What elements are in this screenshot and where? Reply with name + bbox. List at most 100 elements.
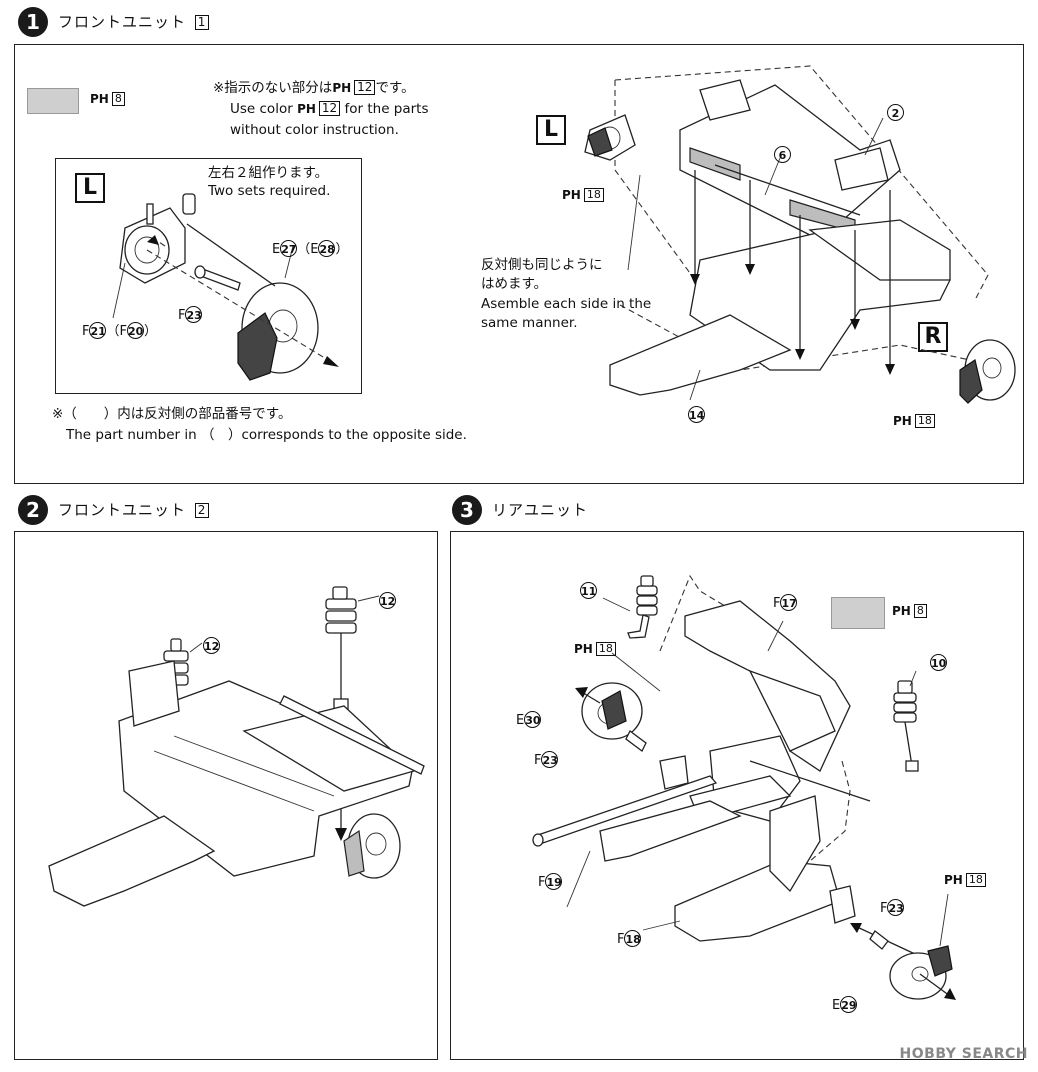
part-number: 17 (780, 594, 798, 611)
ph-number: 12 (354, 80, 376, 95)
watermark: HOBBY SEARCH (899, 1046, 1028, 1062)
label-e30: E30 (516, 711, 542, 728)
ph-mark: PH (892, 604, 911, 618)
step-3-panel (450, 531, 1024, 1060)
part-number: 27 (280, 240, 298, 257)
step-3-color-swatch (831, 597, 885, 629)
rear-unit-illustration (532, 574, 956, 1000)
step-2-title-text: フロントユニット (58, 501, 187, 519)
label-f21: F21（F20） (82, 322, 157, 339)
front-frame-illustration (584, 65, 1016, 404)
ph-mark: PH (562, 188, 581, 202)
ph-mark: PH (90, 92, 109, 106)
part-number: 21 (89, 322, 107, 339)
label-prefix: F (880, 901, 888, 916)
part-number: 28 (318, 240, 336, 257)
label-prefix: F (534, 753, 542, 768)
label-e27: E27（E28） (272, 240, 349, 257)
ph-mark: PH (574, 642, 593, 656)
part-number: 6 (774, 146, 791, 163)
callout-11: 11 (580, 582, 597, 599)
part-number: 23 (887, 899, 905, 916)
label-f23: F23 (178, 306, 203, 323)
ph-mark: PH (944, 873, 963, 887)
label-prefix: E (832, 998, 841, 1013)
label-prefix: E (310, 242, 319, 257)
left-side-label: L (536, 115, 566, 145)
callout-12-left: 12 (203, 637, 220, 654)
label-f19: F19 (538, 873, 563, 890)
inset-note-jp: 左右２組作ります。 (208, 165, 329, 181)
callout-10: 10 (930, 654, 947, 671)
same-side-jp-2: はめます。 (481, 276, 548, 292)
part-number: 14 (688, 406, 705, 423)
step-1-title-text: フロントユニット (58, 13, 187, 31)
color-note-jp-text: です。 (375, 80, 415, 96)
ph-number: 8 (111, 92, 125, 106)
same-side-en-1: Asemble each side in the (481, 296, 652, 312)
step-3-title: リアユニット (492, 501, 589, 519)
label-prefix: E (516, 713, 525, 728)
footnote-en: The part number in （ ）corresponds to the… (66, 427, 467, 443)
callout-2: 2 (887, 104, 904, 121)
label-prefix: F (82, 324, 90, 339)
inset-note-en: Two sets required. (208, 183, 331, 199)
label-f17: F17 (773, 594, 798, 611)
front-unit-2-illustration (48, 586, 425, 907)
label-prefix: F (773, 596, 781, 611)
label-prefix: F (617, 932, 625, 947)
label-prefix: E (272, 242, 281, 257)
part-number: 12 (379, 592, 396, 609)
label-prefix: F (178, 308, 186, 323)
label-prefix: F (119, 324, 127, 339)
inset-box (55, 158, 362, 394)
ph-mark: PH (332, 81, 352, 95)
part-number: 18 (624, 930, 642, 947)
part-number: 2 (887, 104, 904, 121)
label-e29: E29 (832, 996, 858, 1013)
ph-number: 12 (318, 101, 341, 116)
step-1-title-box: 1 (194, 15, 210, 30)
step-2-title-box: 2 (194, 503, 210, 518)
ph-number: 18 (583, 188, 604, 202)
step-1-number: 1 (18, 7, 48, 37)
color-note-en-line2: without color instruction. (230, 122, 399, 138)
part-number: 29 (840, 996, 858, 1013)
part-number: 30 (524, 711, 542, 728)
ph-number: 18 (914, 414, 935, 428)
part-number: 10 (930, 654, 947, 671)
part-number: 20 (126, 322, 144, 339)
color-note-en-text: Use color (230, 101, 293, 117)
label-prefix: F (538, 875, 546, 890)
ph-mark: PH (297, 102, 316, 116)
label-f23-left: F23 (534, 751, 559, 768)
same-side-en-2: same manner. (481, 315, 578, 331)
step-1-title: フロントユニット 1 (58, 11, 210, 32)
label-f18: F18 (617, 930, 642, 947)
right-side-label: R (918, 322, 948, 352)
step-1-panel (14, 44, 1024, 484)
callout-14: 14 (688, 406, 705, 423)
part-number: 11 (580, 582, 597, 599)
callout-6: 6 (774, 146, 791, 163)
step-3-number: 3 (452, 495, 482, 525)
step-2-title: フロントユニット 2 (58, 499, 210, 520)
part-number: 23 (185, 306, 203, 323)
part-number: 12 (203, 637, 220, 654)
part-number: 19 (545, 873, 563, 890)
ph-number: 18 (595, 642, 616, 656)
callout-12-right: 12 (379, 592, 396, 609)
footnote-jp: ※（ ）内は反対側の部品番号です。 (52, 406, 292, 422)
color-note-en-text: for the parts (344, 101, 429, 117)
hub-assembly-illustration (112, 193, 339, 381)
color-note-jp-text: ※指示のない部分は (213, 80, 333, 96)
label-f23-right: F23 (880, 899, 905, 916)
